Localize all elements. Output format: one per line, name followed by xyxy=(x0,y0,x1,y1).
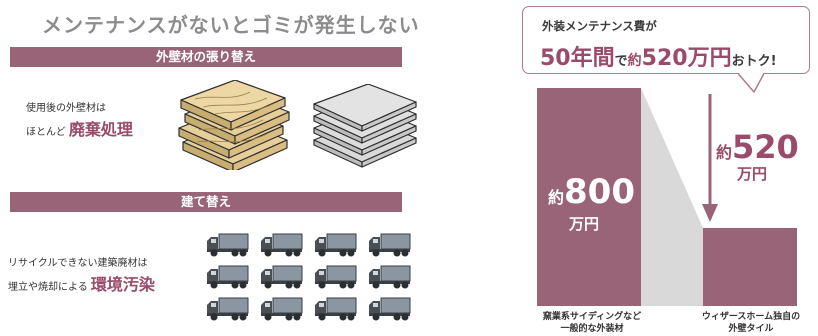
rebuild-waste-text: リサイクルできない建築廃材は 埋立や焼却による 環境汚染 xyxy=(8,253,155,298)
wood-grain xyxy=(194,91,274,143)
disposal-emphasis: 廃棄処理 xyxy=(68,120,133,139)
savings-unit: 万円 xyxy=(737,165,768,183)
tile-cost-bar xyxy=(703,228,797,306)
dump-truck-icon xyxy=(205,264,249,290)
bubble-line1: 外装メンテナンス費が xyxy=(542,19,657,33)
caption-tile-line2: 外壁タイル xyxy=(728,324,774,334)
savings-value: 約520 xyxy=(716,128,799,166)
bubble-tail-icon xyxy=(738,72,764,93)
conventional-cost-prefix: 約 xyxy=(548,188,565,207)
section-heading-rebuild: 建て替え xyxy=(10,192,402,212)
dump-truck-icon xyxy=(367,232,411,258)
siding-disposal-prefix: ほとんど xyxy=(26,127,66,138)
caption-tile-line1: ウィザースホーム独自の xyxy=(701,312,801,322)
difference-connector xyxy=(641,88,703,306)
dump-truck-icon xyxy=(313,296,357,322)
caption-conventional-siding: 窯業系サイディングなど 一般的な外装材 xyxy=(537,311,647,335)
savings-speech-bubble xyxy=(522,6,810,74)
section-heading-siding-replacement: 外壁材の張り替え xyxy=(10,47,402,67)
dump-truck-icon xyxy=(313,232,357,258)
conventional-cost-bar xyxy=(537,88,641,306)
dump-truck-icon xyxy=(367,264,411,290)
conventional-cost-number: 800 xyxy=(564,172,635,212)
bubble-approx: 約 xyxy=(627,53,642,69)
dump-truck-icon xyxy=(259,296,303,322)
bubble-years: 50年間 xyxy=(540,46,615,71)
bubble-suffix: おトク! xyxy=(731,54,777,69)
bubble-line2: 50年間で約520万円おトク! xyxy=(540,40,777,72)
bubble-particle: で xyxy=(614,54,628,69)
grey-siding-panels-illustration xyxy=(313,84,417,168)
pollution-emphasis: 環境汚染 xyxy=(90,275,155,294)
conventional-cost-unit: 万円 xyxy=(569,215,600,233)
siding-disposal-line2: ほとんど 廃棄処理 xyxy=(26,119,133,143)
dump-truck-icon xyxy=(205,232,249,258)
bubble-amount: 520万円 xyxy=(641,46,732,71)
siding-disposal-text: 使用後の外壁材は ほとんど 廃棄処理 xyxy=(26,98,133,143)
caption-conventional-line2: 一般的な外装材 xyxy=(560,324,624,334)
down-arrow-icon xyxy=(702,204,718,222)
caption-conventional-line1: 窯業系サイディングなど xyxy=(542,312,642,322)
rebuild-waste-line2: 埋立や焼却による 環境汚染 xyxy=(8,274,155,298)
rebuild-waste-line1: リサイクルできない建築廃材は xyxy=(8,258,148,269)
dump-truck-icon xyxy=(313,264,357,290)
savings-number: 520 xyxy=(732,128,799,166)
caption-tile: ウィザースホーム独自の 外壁タイル xyxy=(686,311,816,335)
wood-plank xyxy=(180,80,286,131)
siding-disposal-line1: 使用後の外壁材は xyxy=(26,103,106,114)
dump-truck-icon xyxy=(259,232,303,258)
wood-planks-illustration xyxy=(178,80,290,170)
dump-truck-icon xyxy=(259,264,303,290)
dump-truck-icon xyxy=(367,296,411,322)
dump-truck-icon xyxy=(205,296,249,322)
main-title: メンテナンスがないとゴミが発生しない xyxy=(42,13,420,37)
conventional-cost-value: 約800 xyxy=(548,172,635,212)
savings-prefix: 約 xyxy=(716,143,733,162)
rebuild-waste-prefix: 埋立や焼却による xyxy=(8,282,88,293)
siding-panel xyxy=(313,84,417,132)
